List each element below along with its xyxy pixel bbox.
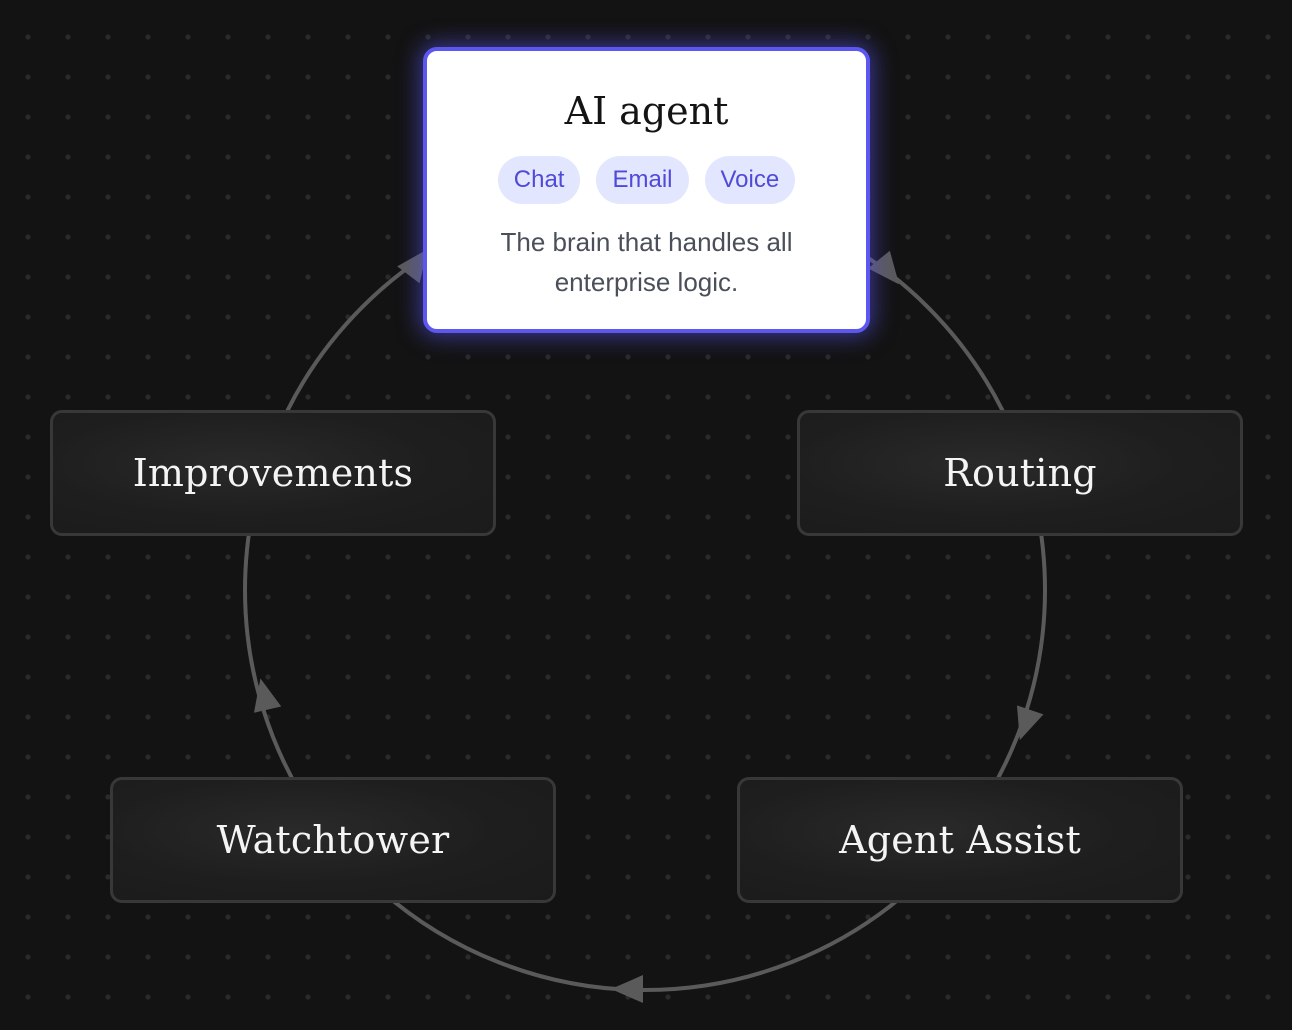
tag-email: Email [596,156,689,204]
tag-chat: Chat [497,156,581,204]
arrow-toward-routing [868,250,900,285]
agent-assist-node[interactable]: Agent Assist [737,777,1183,903]
arrow-toward-improvements [253,678,282,713]
ai-agent-description: The brain that handles all enterprise lo… [500,227,793,297]
watchtower-node[interactable]: Watchtower [110,777,556,903]
ai-agent-card[interactable]: AI agent Chat Email Voice The brain that… [423,47,870,333]
arrow-toward-watchtower [611,975,643,1003]
routing-node[interactable]: Routing [797,410,1243,536]
arrow-into-ai-agent [397,249,428,284]
ai-agent-title: AI agent [564,89,729,133]
improvements-label: Improvements [132,451,414,495]
routing-label: Routing [943,451,1097,495]
watchtower-label: Watchtower [216,818,450,862]
agent-assist-label: Agent Assist [839,818,1081,862]
improvements-node[interactable]: Improvements [50,410,496,536]
channel-tags: Chat Email Voice [427,156,866,204]
tag-voice: Voice [704,156,796,204]
arrow-toward-agent-assist [1016,705,1044,741]
